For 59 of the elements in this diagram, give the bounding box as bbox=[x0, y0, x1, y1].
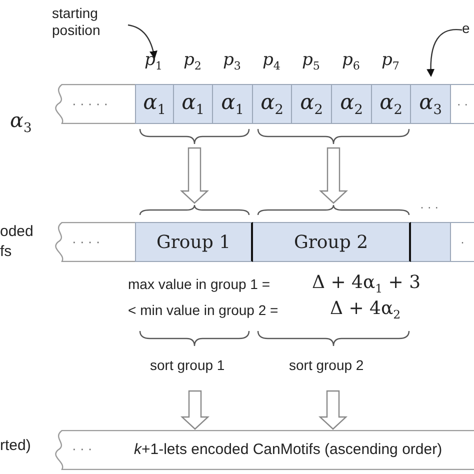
ellipsis-dots: · · · bbox=[72, 441, 92, 456]
ellipsis-dots: · · · bbox=[420, 200, 439, 214]
symbol-label: α$_{1}$ bbox=[182, 90, 204, 118]
symbol-label: α$_{3}$ bbox=[10, 108, 32, 136]
annotation-text: e bbox=[462, 20, 474, 40]
curly-brace bbox=[257, 204, 410, 216]
cut-label: oded fs bbox=[0, 222, 34, 262]
curly-brace bbox=[139, 128, 250, 145]
symbol-label: α$_{2}$ bbox=[300, 90, 323, 118]
formula-label: < min value in group 2 = bbox=[128, 302, 278, 318]
sequence-cell bbox=[253, 84, 292, 124]
formula: Δ + 4α$_{2}$ bbox=[330, 298, 401, 322]
sequence-cell bbox=[451, 84, 474, 124]
sequence-cell bbox=[174, 84, 213, 124]
ellipsis-dots: · · · · · bbox=[72, 96, 108, 111]
annotation-text: starting position bbox=[52, 5, 128, 45]
curved-arrow bbox=[128, 24, 158, 59]
strip-text: k+1-lets encoded CanMotifs (ascending order) bbox=[134, 441, 442, 458]
sequence-cell bbox=[135, 84, 174, 124]
step-label: sort group 1 bbox=[150, 357, 225, 373]
position-label: p$_{2}$ bbox=[184, 50, 202, 72]
sequence-cell bbox=[213, 84, 253, 124]
sequence-cell bbox=[292, 84, 332, 124]
cut-label: rted) bbox=[0, 437, 31, 454]
formula: Δ + 4α$_{1}$ + 3 bbox=[312, 272, 421, 296]
hollow-arrow bbox=[180, 390, 210, 430]
symbol-label: α$_{2}$ bbox=[260, 90, 284, 118]
step-label: sort group 2 bbox=[289, 357, 364, 373]
symbol-label: α$_{1}$ bbox=[143, 90, 166, 118]
position-label: p$_{4}$ bbox=[262, 50, 280, 72]
position-label: p$_{1}$ bbox=[144, 50, 162, 72]
symbol-label: α$_{1}$ bbox=[221, 90, 244, 118]
sequence-cell bbox=[411, 84, 451, 124]
sequence-cell bbox=[332, 84, 372, 124]
curly-brace bbox=[139, 330, 250, 347]
position-label: p$_{5}$ bbox=[302, 50, 320, 72]
symbol-label: α$_{2}$ bbox=[380, 90, 402, 118]
hollow-arrow bbox=[180, 147, 210, 204]
sequence-cell bbox=[451, 222, 474, 262]
curly-brace bbox=[257, 330, 410, 347]
group-label: Group 2 bbox=[294, 232, 368, 252]
hollow-arrow bbox=[318, 147, 348, 204]
sequence-cell bbox=[372, 84, 411, 124]
position-label: p$_{3}$ bbox=[223, 50, 241, 72]
symbol-label: α$_{3}$ bbox=[419, 90, 442, 118]
group-cell bbox=[135, 222, 253, 262]
formula-label: max value in group 1 = bbox=[128, 276, 270, 292]
ellipsis-dots: · · bbox=[456, 97, 468, 111]
ellipsis-dots: · bbox=[460, 235, 464, 249]
curly-brace bbox=[139, 204, 250, 216]
symbol-label: α$_{2}$ bbox=[340, 90, 363, 118]
curved-arrow bbox=[426, 28, 462, 77]
group-cell bbox=[253, 222, 411, 262]
hollow-arrow bbox=[318, 390, 348, 430]
position-label: p$_{6}$ bbox=[342, 50, 360, 72]
curly-brace bbox=[257, 128, 410, 145]
position-label: p$_{7}$ bbox=[382, 50, 400, 72]
ellipsis-dots: · · · · bbox=[72, 234, 100, 249]
group-label: Group 1 bbox=[156, 232, 231, 252]
